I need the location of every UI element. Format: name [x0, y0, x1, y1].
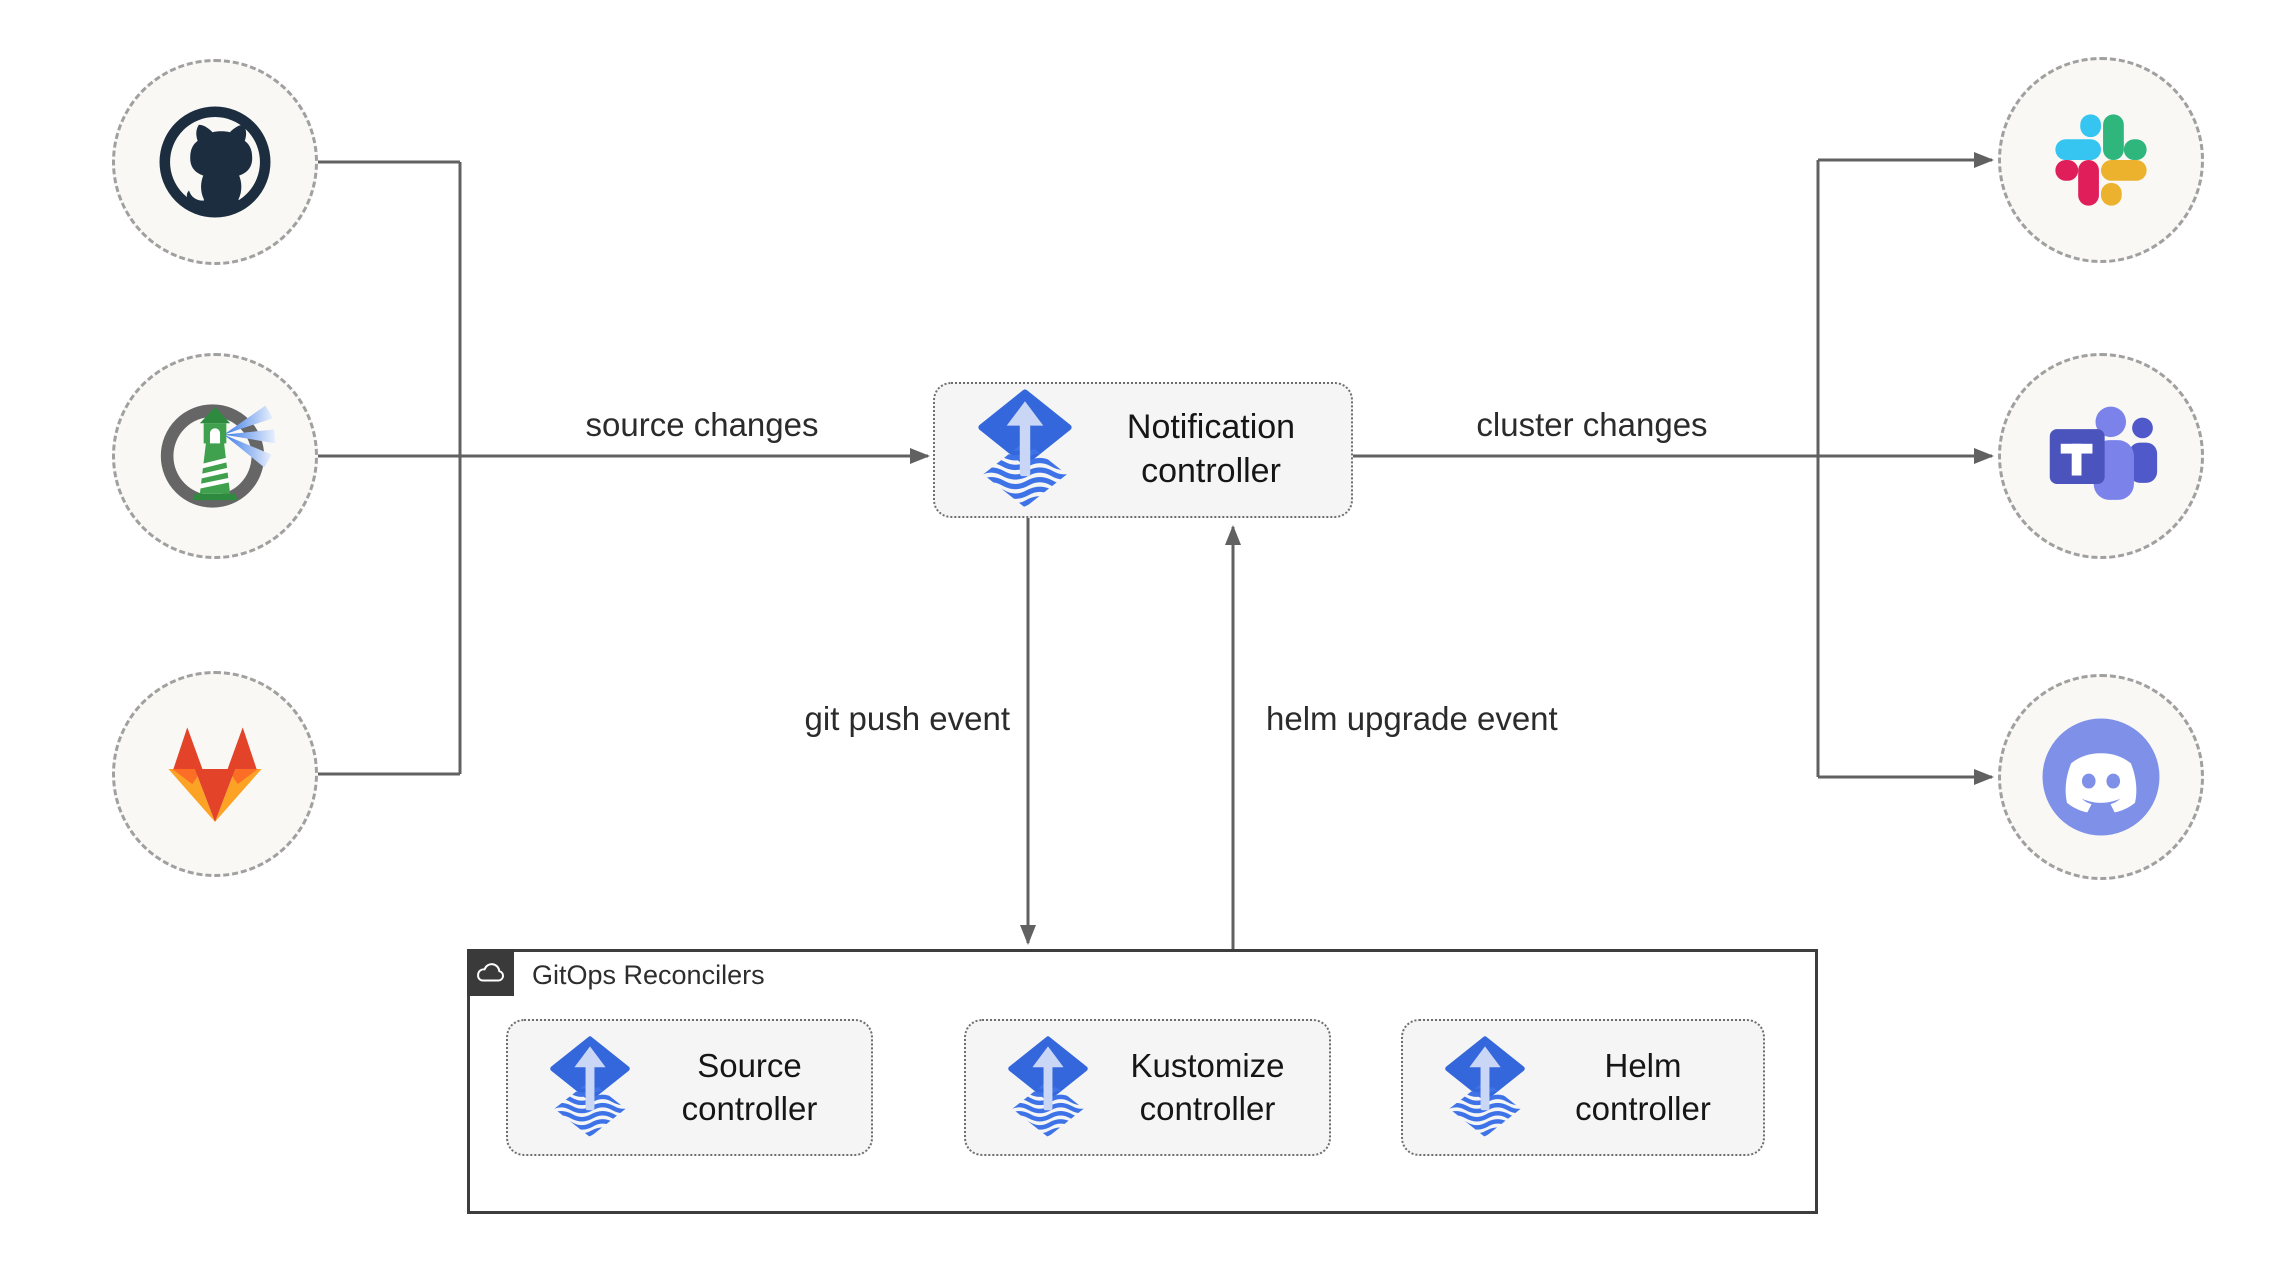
- cloud-icon: [476, 963, 504, 982]
- slack-icon: [2055, 114, 2147, 206]
- source-node-github: [112, 59, 318, 265]
- edge-label-git-push-event: git push event: [804, 700, 1010, 737]
- edge-label-source-changes: source changes: [585, 406, 819, 443]
- group-header-badge: [467, 949, 514, 996]
- discord-icon: [2042, 718, 2160, 836]
- node-kustomize-controller: Kustomize controller: [964, 1019, 1331, 1156]
- source-node-gitlab: [112, 671, 318, 877]
- target-node-teams: [1998, 353, 2204, 559]
- flux-icon: [1008, 1035, 1088, 1137]
- edge-label-helm-upgrade-event: helm upgrade event: [1266, 700, 1558, 737]
- flux-icon: [550, 1035, 630, 1137]
- flux-icon: [978, 389, 1072, 508]
- target-node-slack: [1998, 57, 2204, 263]
- node-helm-controller: Helm controller: [1401, 1019, 1765, 1156]
- node-source-controller: Source controller: [506, 1019, 873, 1156]
- node-label: Kustomize controller: [1130, 1047, 1285, 1127]
- target-node-discord: [1998, 674, 2204, 880]
- group-title: GitOps Reconcilers: [532, 960, 765, 990]
- source-node-harbor: [112, 353, 318, 559]
- github-icon: [159, 106, 271, 218]
- harbor-icon: [160, 404, 276, 508]
- flux-icon: [1445, 1035, 1525, 1137]
- group-gitops-reconcilers: GitOps Reconcilers Source controller: [467, 949, 1818, 1214]
- gitlab-icon: [168, 727, 262, 822]
- edge-label-cluster-changes: cluster changes: [1476, 406, 1708, 443]
- microsoft-teams-icon: [2049, 406, 2158, 500]
- node-notification-controller: Notification controller: [933, 382, 1353, 518]
- node-label: Notification controller: [1126, 408, 1296, 490]
- node-label: Helm controller: [1575, 1047, 1711, 1127]
- node-label: Source controller: [681, 1047, 818, 1127]
